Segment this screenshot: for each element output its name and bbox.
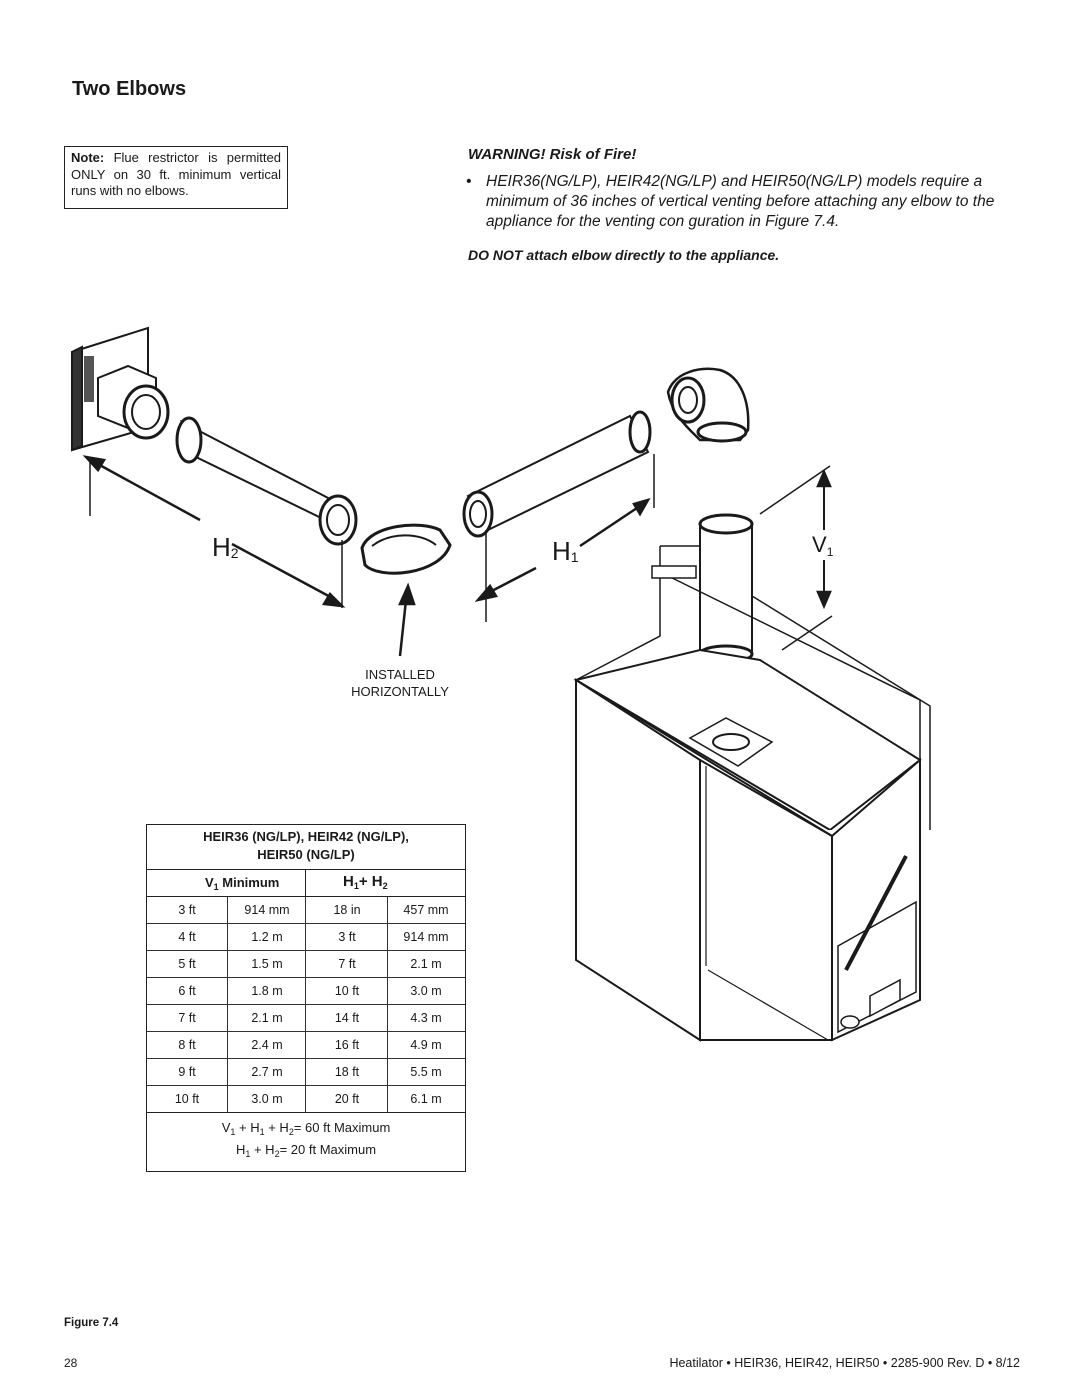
table-cell: 4 ft (178, 930, 196, 944)
table-header: HEIR36 (NG/LP), HEIR42 (NG/LP), HEIR50 (… (147, 825, 465, 869)
table-cell: 9 ft (178, 1065, 196, 1079)
table-cell: 3.0 m (251, 1092, 283, 1106)
bullet-dot-icon: • (466, 173, 472, 190)
table-row: 8 ft 2.4 m 16 ft 4.9 m (147, 1032, 465, 1059)
table-cell: 914 mm (244, 903, 290, 917)
table-cell: 2.1 m (410, 957, 442, 971)
page-number: 28 (64, 1356, 78, 1370)
right-pipe (462, 410, 652, 538)
installed-line-2: HORIZONTALLY (351, 684, 449, 699)
table-cell: 6.1 m (410, 1092, 442, 1106)
table-cell: 1.8 m (251, 984, 283, 998)
table-footer: V1 + H1 + H2= 60 ft Maximum H1 + H2= 20 … (147, 1113, 465, 1161)
table-cell: 3.0 m (410, 984, 442, 998)
venting-diagram: H2 H1 V1 (71, 326, 931, 830)
label-v1: V1 (812, 532, 834, 559)
table-cell: 18 in (333, 903, 361, 917)
table-row: 10 ft 3.0 m 20 ft 6.1 m (147, 1086, 465, 1113)
table-cell: 7 ft (178, 1011, 196, 1025)
warning-bullet-text: HEIR36(NG/LP), HEIR42(NG/LP) and HEIR50(… (486, 173, 995, 230)
warning-do-not: DO NOT attach elbow directly to the appl… (468, 247, 780, 263)
label-h1: H1 (552, 536, 579, 566)
table-cell: 3 ft (178, 903, 196, 917)
table-cell: 4.3 m (410, 1011, 442, 1025)
page-footer: Heatilator • HEIR36, HEIR42, HEIR50 • 22… (669, 1356, 1020, 1370)
installed-line-1: INSTALLED (365, 667, 435, 682)
table-cell: 5.5 m (410, 1065, 442, 1079)
table-cell: 2.7 m (251, 1065, 283, 1079)
column-header-h1-h2: H1+ H2 (343, 873, 388, 891)
table-column-headers: V1 Minimum H1+ H2 (147, 869, 465, 897)
table-row: 5 ft 1.5 m 7 ft 2.1 m (147, 951, 465, 978)
table-cell: 16 ft (334, 1038, 360, 1052)
table-cell: 457 mm (403, 903, 449, 917)
table-cell: 2.4 m (251, 1038, 283, 1052)
table-cell: 10 ft (174, 1092, 200, 1106)
table-cell: 8 ft (178, 1038, 196, 1052)
venting-table: HEIR36 (NG/LP), HEIR42 (NG/LP), HEIR50 (… (146, 824, 466, 1172)
installed-horizontally-label: INSTALLED HORIZONTALLY (330, 666, 470, 700)
figure-caption: Figure 7.4 (64, 1317, 119, 1329)
table-row: 4 ft 1.2 m 3 ft 914 mm (147, 924, 465, 951)
table-cell: 7 ft (338, 957, 356, 971)
vertical-pipe (698, 513, 754, 664)
table-cell: 14 ft (334, 1011, 360, 1025)
footer-line-2: H1 + H2= 20 ft Maximum (235, 1142, 377, 1159)
table-cell: 1.2 m (251, 930, 283, 944)
left-pipe (175, 416, 358, 546)
table-cell: 10 ft (334, 984, 360, 998)
table-cell: 4.9 m (410, 1038, 442, 1052)
termination-cap (71, 326, 170, 452)
note-box: Note: Flue restrictor is permitted ONLY … (64, 146, 288, 209)
table-cell: 20 ft (334, 1092, 360, 1106)
warning-title: WARNING! Risk of Fire! (468, 146, 637, 163)
top-elbow (666, 367, 750, 443)
label-h2: H2 (212, 532, 239, 562)
table-cell: 3 ft (338, 930, 356, 944)
table-row: 6 ft 1.8 m 10 ft 3.0 m (147, 978, 465, 1005)
fireplace-body (575, 678, 921, 1042)
table-cell: 2.1 m (251, 1011, 283, 1025)
table-cell: 5 ft (178, 957, 196, 971)
footer-line-1: V1 + H1 + H2= 60 ft Maximum (221, 1120, 391, 1137)
table-header-line-1: HEIR36 (NG/LP), HEIR42 (NG/LP), (203, 829, 409, 844)
table-row: 9 ft 2.7 m 18 ft 5.5 m (147, 1059, 465, 1086)
table-row: 7 ft 2.1 m 14 ft 4.3 m (147, 1005, 465, 1032)
note-label: Note: (71, 150, 105, 165)
warning-bullet: • HEIR36(NG/LP), HEIR42(NG/LP) and HEIR5… (466, 172, 1002, 232)
fireplace-frame (575, 545, 931, 830)
table-row: 3 ft 914 mm 18 in 457 mm (147, 897, 465, 924)
page-title: Two Elbows (72, 78, 187, 100)
column-header-v1-minimum: V1 Minimum (205, 875, 280, 892)
dimension-labels: H2 H1 V1 (212, 532, 834, 566)
table-cell: 914 mm (403, 930, 449, 944)
bottom-elbow (360, 523, 452, 575)
table-cell: 6 ft (178, 984, 196, 998)
table-header-line-2: HEIR50 (NG/LP) (257, 847, 355, 862)
note-text: Flue restrictor is permitted ONLY on 30 … (71, 150, 281, 198)
table-cell: 1.5 m (251, 957, 283, 971)
fireplace-unit (573, 648, 922, 830)
table-cell: 18 ft (334, 1065, 360, 1079)
